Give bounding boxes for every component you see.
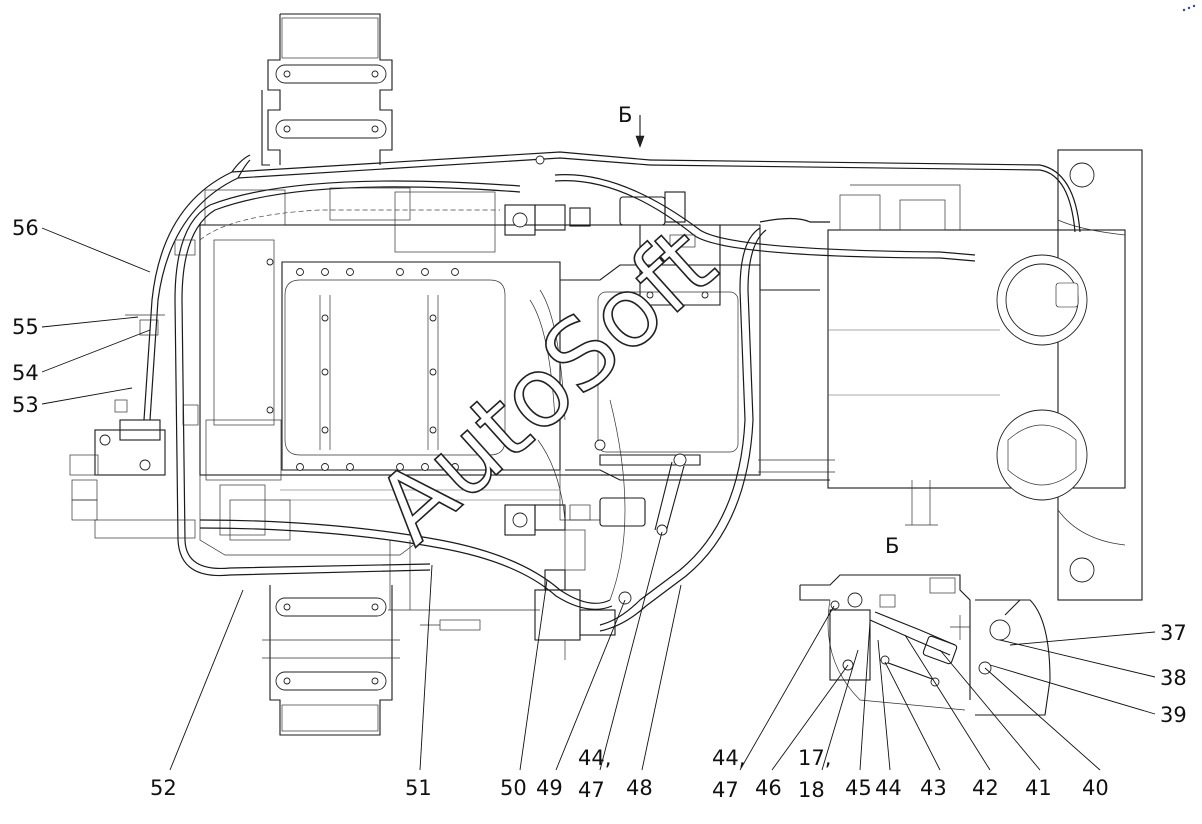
callout-51: 51 bbox=[405, 776, 432, 800]
callout-44-b: 44, bbox=[712, 746, 745, 770]
corner-mark bbox=[1182, 4, 1196, 12]
callout-42: 42 bbox=[972, 776, 999, 800]
left-frame-rail bbox=[261, 13, 400, 736]
callout-46: 46 bbox=[755, 776, 782, 800]
detail-view-b bbox=[799, 574, 1051, 716]
callout-44-c: 44 bbox=[875, 776, 902, 800]
callout-labels: 56 55 54 53 52 51 50 49 44, 47 48 44, 47… bbox=[12, 216, 1187, 802]
callout-47-b: 47 bbox=[712, 778, 739, 802]
view-marker-top: Б bbox=[618, 103, 632, 127]
view-arrow-b bbox=[635, 115, 645, 148]
left-valve-block bbox=[69, 239, 199, 539]
callout-18: 18 bbox=[798, 778, 825, 802]
callout-38: 38 bbox=[1160, 666, 1187, 690]
view-marker-detail: Б bbox=[885, 534, 899, 558]
center-components bbox=[420, 155, 721, 660]
callout-49: 49 bbox=[536, 776, 563, 800]
callout-44-a: 44, bbox=[578, 746, 611, 770]
callout-47-a: 47 bbox=[578, 778, 605, 802]
callout-54: 54 bbox=[12, 361, 39, 385]
right-housing bbox=[559, 149, 1143, 601]
callout-50: 50 bbox=[500, 776, 527, 800]
callout-45: 45 bbox=[845, 776, 872, 800]
main-body bbox=[199, 187, 761, 611]
callout-48: 48 bbox=[626, 776, 653, 800]
callout-40: 40 bbox=[1082, 776, 1109, 800]
callout-55: 55 bbox=[12, 315, 39, 339]
callout-39: 39 bbox=[1160, 703, 1187, 727]
callout-52: 52 bbox=[150, 776, 177, 800]
leader-lines bbox=[41, 227, 1156, 771]
callout-53: 53 bbox=[12, 393, 39, 417]
callout-43: 43 bbox=[920, 776, 947, 800]
pipelines bbox=[143, 151, 1081, 632]
callout-41: 41 bbox=[1025, 776, 1052, 800]
watermark: AutoSoft bbox=[355, 206, 736, 565]
callout-56: 56 bbox=[12, 216, 39, 240]
callout-17: 17, bbox=[798, 746, 831, 770]
callout-37: 37 bbox=[1160, 621, 1187, 645]
